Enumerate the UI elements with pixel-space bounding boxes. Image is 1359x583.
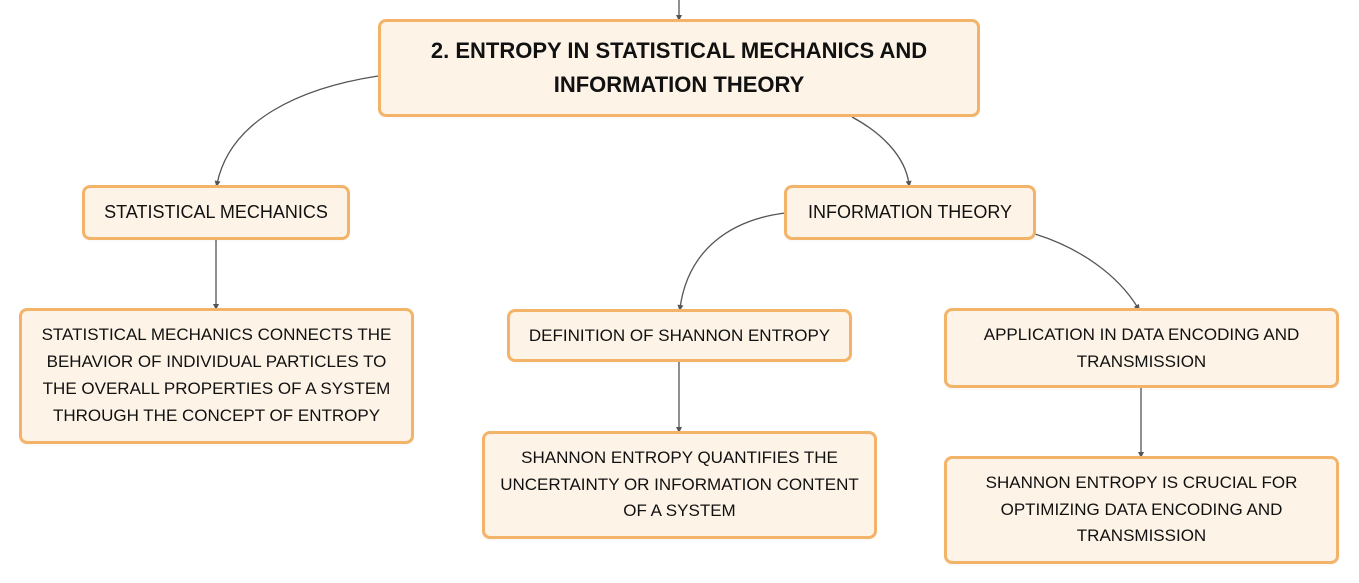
data-application-detail-node[interactable]: SHANNON ENTROPY IS CRUCIAL FOR OPTIMIZIN… [944,456,1339,564]
data-application-detail-text: SHANNON ENTROPY IS CRUCIAL FOR OPTIMIZIN… [985,472,1298,546]
shannon-definition-detail-text: SHANNON ENTROPY QUANTIFIES THE UNCERTAIN… [500,447,859,521]
statistical-mechanics-label: STATISTICAL MECHANICS [104,202,328,222]
connector-information-theory-to-shannon-definition [677,212,786,311]
connector-root-to-information-theory [851,116,912,187]
data-application-node[interactable]: APPLICATION IN DATA ENCODING AND TRANSMI… [944,308,1339,388]
root-topic-node[interactable]: 2. ENTROPY IN STATISTICAL MECHANICS AND … [378,19,980,117]
information-theory-label: INFORMATION THEORY [807,202,1012,222]
information-theory-node[interactable]: INFORMATION THEORY [784,185,1036,240]
connector-root-to-statistical-mechanics [214,75,379,187]
shannon-definition-node[interactable]: DEFINITION OF SHANNON ENTROPY [507,309,852,362]
shannon-definition-detail-node[interactable]: SHANNON ENTROPY QUANTIFIES THE UNCERTAIN… [482,431,877,539]
statistical-mechanics-detail-text: STATISTICAL MECHANICS CONNECTS THE BEHAV… [41,325,392,425]
shannon-definition-label: DEFINITION OF SHANNON ENTROPY [528,325,831,345]
statistical-mechanics-node[interactable]: STATISTICAL MECHANICS [82,185,350,240]
connector-information-theory-to-data-application [1034,233,1140,311]
statistical-mechanics-detail-node[interactable]: STATISTICAL MECHANICS CONNECTS THE BEHAV… [19,308,414,444]
root-topic-label: 2. ENTROPY IN STATISTICAL MECHANICS AND … [430,37,928,97]
data-application-label: APPLICATION IN DATA ENCODING AND TRANSMI… [983,324,1300,371]
